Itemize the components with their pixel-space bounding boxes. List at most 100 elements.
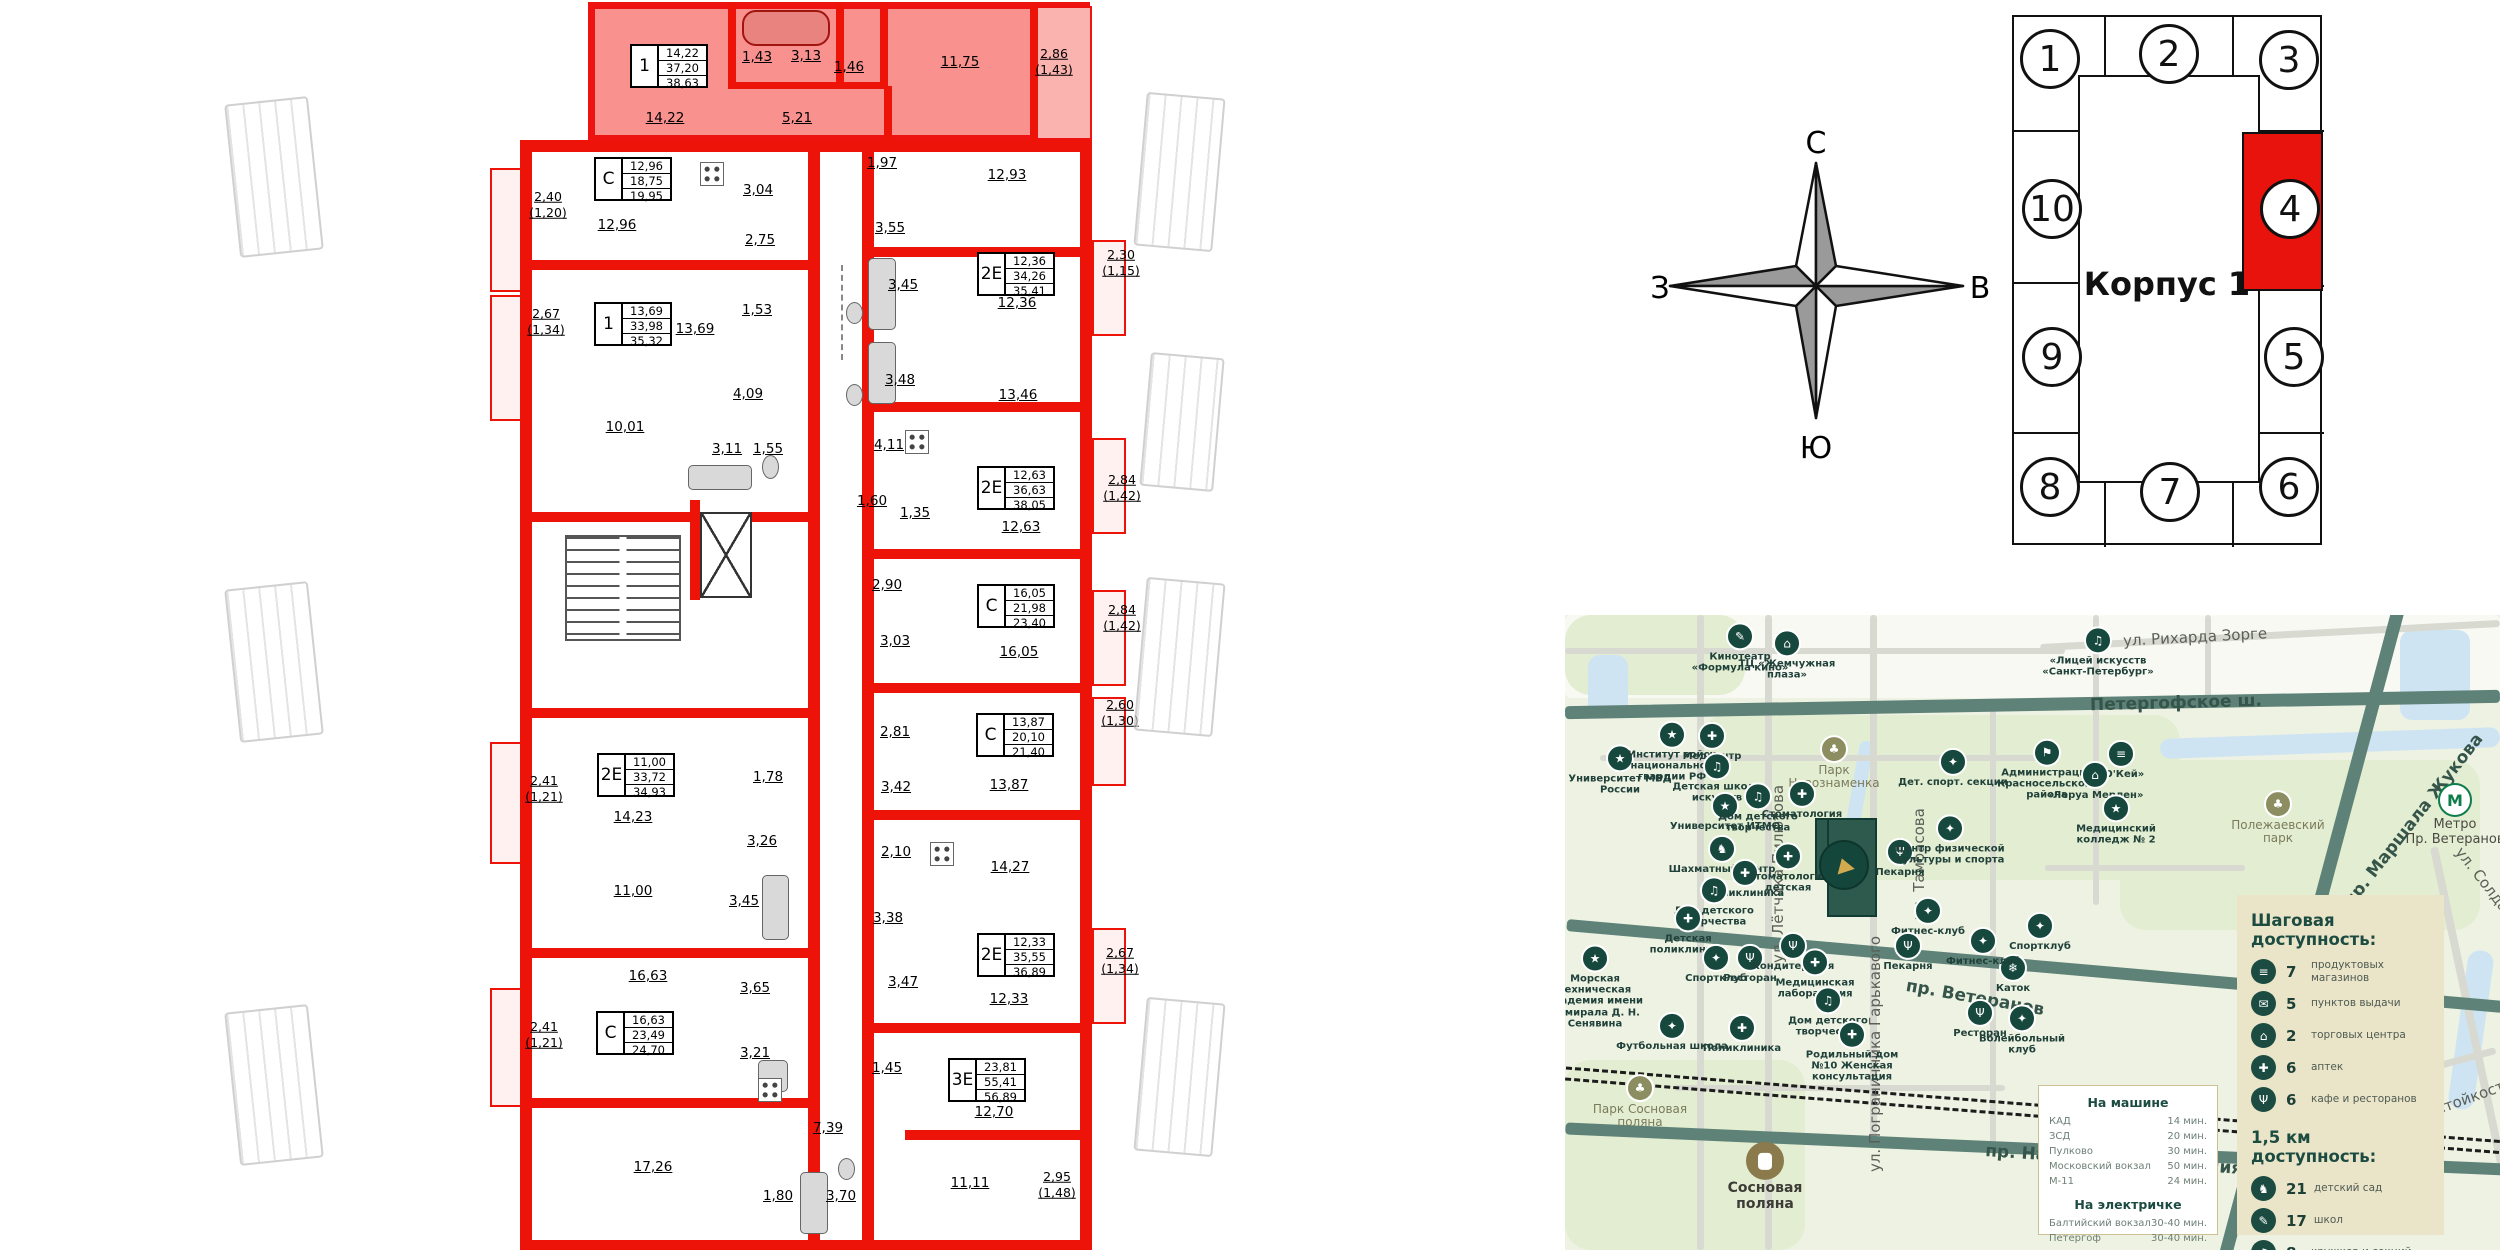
wall [880,2,888,88]
balcony [1092,697,1126,786]
neighbor-building-outline [224,581,324,743]
poi-label: Фитнес-клуб [1945,955,2021,967]
pharmacy-icon: ✚ [2251,1055,2276,1081]
scheme-section-9[interactable]: 9 [2022,327,2082,387]
poi-icon: ✚ [1698,721,1726,750]
poi-label: Ресторан [1953,1027,2007,1039]
scheme-section-3[interactable]: 3 [2259,30,2319,90]
map-poi: ♫Дом детского творчества [1658,876,1770,928]
wall [862,402,1092,412]
scheme-section-5[interactable]: 5 [2264,327,2324,387]
room-area-label: 11,75 [940,54,980,70]
poi-label: Поликлиника [1705,887,1785,899]
poi-label: Медицинский колледж № 2 [2076,823,2156,846]
scheme-section-1[interactable]: 1 [2020,29,2080,89]
road [2093,615,2099,905]
wall [808,150,820,1250]
balcony-area-label: 2,30(1,15) [1102,246,1140,278]
room-area-label: 3,42 [880,779,912,795]
clubs-icon: ♫ [2251,1240,2276,1250]
scheme-grid-line [2232,17,2234,132]
scheme-section-4[interactable]: 4 [2260,179,2320,239]
scheme-section-2[interactable]: 2 [2139,24,2199,84]
room-area-label: 3,65 [739,980,771,996]
map-poi: ✚Поликлиника [1689,858,1801,899]
rail-station: Сосновая поляна [1709,1141,1821,1212]
road [1765,615,1772,1250]
kindergarten-icon: ♞ [2251,1176,2276,1202]
apartment-area-value: 13,87 [1012,715,1045,729]
legend-count: 17 [2286,1211,2307,1230]
poi-icon: ♫ [1703,752,1731,781]
map-poi: ✚Стоматология [1746,779,1858,820]
poi-label: Поликлиника [1702,1042,1782,1054]
room-area-label: 11,00 [613,883,653,899]
room-area-label: 12,93 [987,167,1027,183]
neighbor-building-outline [1133,996,1226,1158]
neighbor-building-outline [1133,576,1226,738]
room-area-label: 12,70 [974,1104,1014,1120]
poi-label: Морская техническая академия имени адмир… [1565,973,1644,1030]
map-poi: ♫«Лицей искусств «Санкт-Петербург» [2042,626,2154,678]
walk-access-title: Шаговая доступность: [2251,911,2377,949]
apartment-area-value: 24,70 [625,1042,672,1057]
poi-label: Университет ИТМО [1669,820,1781,832]
scheme-section-7[interactable]: 7 [2140,462,2200,522]
legend-label: продуктовых магазинов [2311,959,2385,984]
wall [520,512,820,522]
travel-time: 30 мин. [2167,1146,2207,1157]
poi-icon: ✦ [2026,911,2054,940]
poi-label: Администрация Красносельского района [1997,767,2097,802]
complex-logo-badge [1819,840,1869,890]
bag-icon: ⌂ [2251,1023,2276,1049]
room-area-label: 12,63 [1001,519,1041,535]
poi-icon: ⚑ [2033,738,2061,767]
poi-label: Спортклуб [1685,972,1747,984]
legend-count: 2 [2286,1026,2297,1045]
road [1990,700,1996,1150]
balcony-area-label: 2,67(1,34) [527,305,565,337]
room-area-label: 3,04 [742,182,774,198]
apartment-area-value: 11,00 [633,755,666,769]
apartment-area-value: 12,96 [630,159,663,173]
room-area-label: 3,45 [887,277,919,293]
room-area-label: 3,38 [872,910,904,926]
apartment-type-label: 2Е [599,755,626,795]
wall [862,1023,1092,1033]
legend-item: ♫8кружков и секций [2251,1240,2430,1250]
poi-label: Дом детского творчества [1788,1015,1868,1038]
balcony-area-label: 2,95(1,48) [1038,1168,1076,1200]
map-poi: ⌂ТЦ «Жемчужная плаза» [1731,629,1843,681]
room-area-label: 1,43 [741,49,773,65]
legend-label: школ [2313,1214,2343,1227]
bathtub-icon [800,1172,828,1234]
compass-north-label: С [1806,128,1827,161]
scheme-section-8[interactable]: 8 [2020,457,2080,517]
apartment-type-label: С [598,1013,625,1053]
bathtub-icon [688,465,752,490]
apartment-area-value: 21,40 [1005,744,1052,759]
room-area-label: 3,48 [884,372,916,388]
by-train-title: На электричке [2074,1197,2182,1212]
legend-count: 8 [2286,1244,2304,1250]
scheme-section-6[interactable]: 6 [2259,457,2319,517]
scheme-section-10[interactable]: 10 [2022,179,2082,239]
